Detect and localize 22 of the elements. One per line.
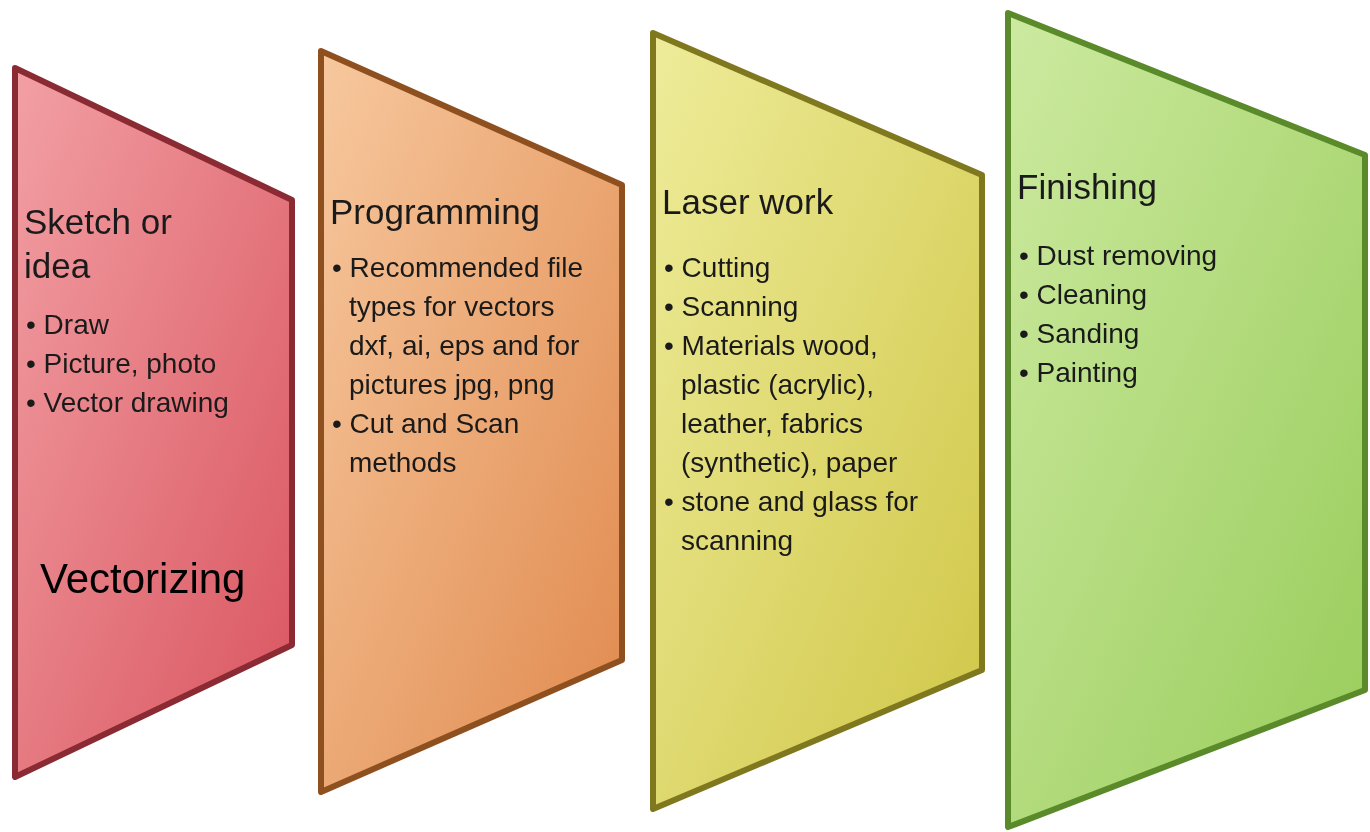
panel-heading: Finishing bbox=[1017, 166, 1159, 208]
bullet-text: • Cutting bbox=[664, 251, 772, 285]
stage-panel bbox=[650, 30, 985, 812]
bullet-text: • Vector drawing bbox=[26, 386, 230, 420]
bullet-text: • Materials wood, plastic (acrylic), leather, fabrics (synthetic), paper bbox=[664, 329, 899, 480]
stage-panel bbox=[1005, 10, 1368, 830]
bullet-text: • Recommended file types for vectors dxf, ai, eps and for pictures jpg, png bbox=[332, 251, 585, 402]
bullet-text: • Sanding bbox=[1019, 317, 1141, 351]
panel-heading: Laser work bbox=[662, 181, 835, 223]
panel-heading: Sketch or idea bbox=[24, 201, 173, 287]
panel-heading: Programming bbox=[330, 191, 542, 233]
note-text: Vectorizing bbox=[40, 555, 246, 603]
bullet-text: • Cleaning bbox=[1019, 278, 1149, 312]
stage-panel bbox=[318, 48, 625, 795]
bullet-text: • Scanning bbox=[664, 290, 800, 324]
bullet-text: • Dust removing bbox=[1019, 239, 1219, 273]
stage-panel bbox=[12, 65, 295, 780]
bullet-text: • Picture, photo bbox=[26, 347, 218, 381]
bullet-text: • Painting bbox=[1019, 356, 1139, 390]
bullet-text: • Draw bbox=[26, 308, 110, 342]
bullet-text: • stone and glass for scanning bbox=[664, 485, 920, 558]
bullet-text: • Cut and Scan methods bbox=[332, 407, 521, 480]
